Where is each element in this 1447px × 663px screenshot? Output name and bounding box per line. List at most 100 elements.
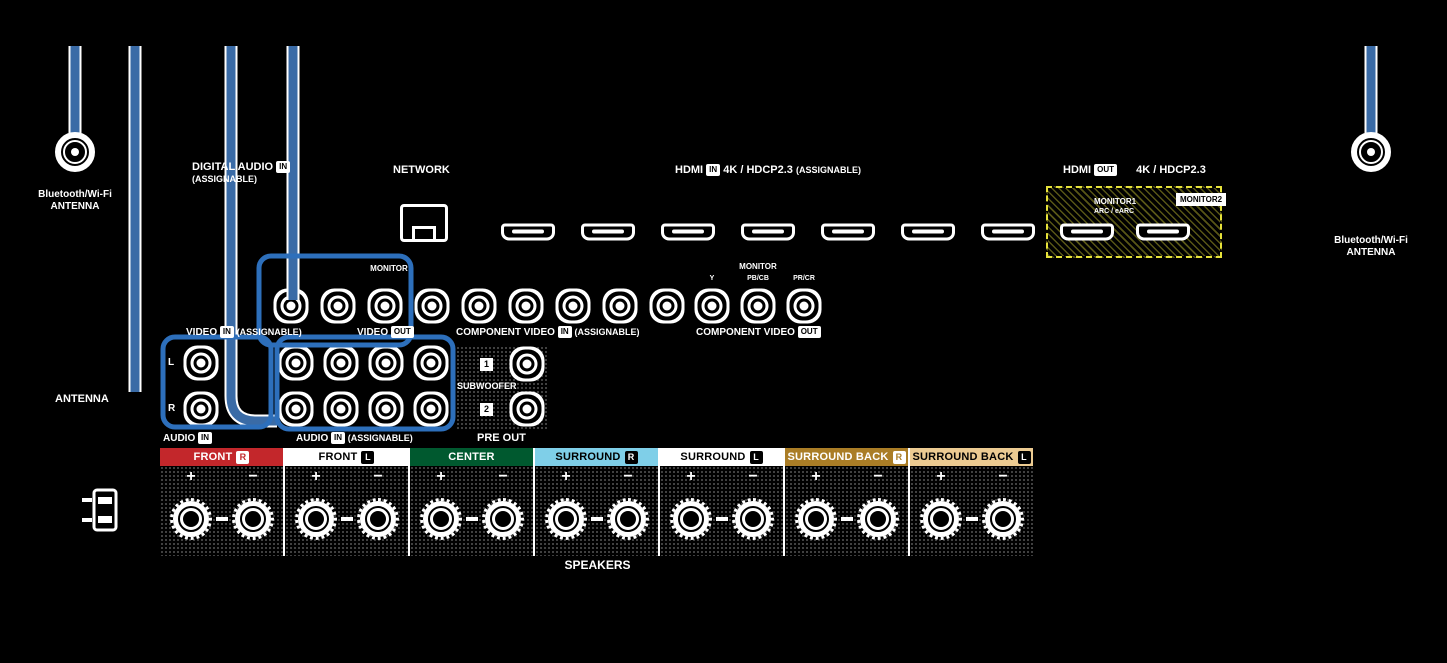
video-in-jack-2 [333, 301, 343, 311]
audio-assignable-jack-5 [291, 404, 301, 414]
audio-assignable-jack-1 [291, 358, 301, 368]
component-y-label: Y [709, 275, 715, 282]
minus-label: − [748, 468, 758, 485]
binding-post-positive [170, 498, 212, 540]
video-out-badge: OUT [390, 326, 414, 338]
binding-post-positive [920, 498, 962, 540]
speaker-channel-badge: L [1017, 450, 1031, 464]
component-in-note: (ASSIGNABLE) [574, 327, 640, 337]
speaker-terminal-panel: + − [785, 466, 908, 556]
hdmi-in-port-1 [501, 223, 555, 241]
speaker-section-surround-r: SURROUND R + − [535, 448, 658, 556]
hdmi-out-text: HDMI [1063, 164, 1092, 176]
binding-post-negative [732, 498, 774, 540]
video-out-text: VIDEO [357, 327, 389, 338]
terminal-link [716, 517, 728, 521]
audio-assignable-jack-7 [381, 404, 391, 414]
component-in-jack-6 [662, 301, 672, 311]
video-out-label: VIDEO OUT [357, 326, 414, 339]
hdmi-in-port-4 [741, 223, 795, 241]
speaker-divider [658, 448, 660, 556]
binding-post-positive [420, 498, 462, 540]
hdmi-in-label: HDMI IN 4K / HDCP2.3 (ASSIGNABLE) [675, 164, 861, 176]
plus-label: + [811, 468, 821, 485]
speaker-channel-label: SURROUND [555, 451, 621, 463]
speaker-terminal-panel: + − [285, 466, 408, 556]
speaker-channel-header: SURROUND L [660, 448, 783, 466]
bluetooth-antenna-label-right: Bluetooth/Wi-Fi ANTENNA [1311, 235, 1431, 259]
video-in-badge: IN [219, 326, 234, 338]
audio-assignable-jack-4 [426, 358, 436, 368]
audio-right-label: R [168, 403, 176, 414]
speaker-channel-label: FRONT [318, 451, 358, 463]
subwoofer-preout-panel [456, 346, 548, 431]
subwoofer-2-jack [522, 404, 532, 414]
audio-in-right-jack [196, 404, 206, 414]
binding-post-positive [670, 498, 712, 540]
audio-assignable-note: (ASSIGNABLE) [347, 433, 413, 443]
plus-label: + [186, 468, 196, 485]
component-in-text: COMPONENT VIDEO [456, 327, 555, 338]
audio-assignable-jack-6 [336, 404, 346, 414]
plus-label: + [311, 468, 321, 485]
highlight-boxes [160, 253, 456, 432]
component-in-jack-2 [474, 301, 484, 311]
component-monitor-label: MONITOR [739, 262, 777, 271]
component-out-text: COMPONENT VIDEO [696, 327, 795, 338]
digital-audio-label: DIGITAL AUDIO IN (ASSIGNABLE) [192, 161, 291, 185]
hdmi-in-port-6 [901, 223, 955, 241]
speaker-channel-header: SURROUND BACK L [910, 448, 1033, 466]
antenna-adapter-icon [82, 488, 118, 532]
minus-label: − [873, 468, 883, 485]
speaker-channel-badge: R [236, 450, 250, 464]
audio-assignable-jack-8 [426, 404, 436, 414]
component-in-jack-4 [568, 301, 578, 311]
speaker-channel-label: FRONT [193, 451, 233, 463]
component-in-label: COMPONENT VIDEO IN (ASSIGNABLE) [456, 326, 639, 339]
audio-in-badge: IN [198, 432, 213, 444]
pre-out-label: PRE OUT [477, 432, 526, 444]
speaker-channel-header: CENTER [410, 448, 533, 466]
hdmi-in-spec: 4K / HDCP2.3 [723, 164, 793, 176]
video-monitor-label: MONITOR [370, 264, 408, 273]
component-out-pr-jack [799, 301, 809, 311]
component-in-jack-1 [427, 301, 437, 311]
subwoofer-2-badge: 2 [480, 403, 493, 416]
component-pr-label: PR/CR [793, 275, 815, 282]
video-monitor-out-jack [380, 301, 390, 311]
speaker-channel-header: FRONT R [160, 448, 283, 466]
component-in-badge: IN [557, 326, 572, 338]
audio-assignable-jack-2 [336, 358, 346, 368]
digital-audio-note: (ASSIGNABLE) [192, 174, 257, 184]
speaker-divider [283, 448, 285, 556]
hdmi-out-label: HDMI OUT 4K / HDCP2.3 [1063, 164, 1206, 176]
speaker-channel-label: CENTER [448, 451, 495, 463]
speaker-channel-badge: L [749, 450, 763, 464]
audio-assignable-badge: IN [331, 432, 346, 444]
plus-label: + [686, 468, 696, 485]
hdmi-out-badge: OUT [1094, 164, 1118, 176]
component-out-pb-jack [753, 301, 763, 311]
digital-audio-text: DIGITAL AUDIO [192, 161, 274, 173]
speaker-channel-label: SURROUND [680, 451, 746, 463]
antenna-label-line1: Bluetooth/Wi-Fi [38, 189, 112, 200]
video-in-note: (ASSIGNABLE) [236, 327, 302, 337]
terminal-link [216, 517, 228, 521]
network-label: NETWORK [393, 164, 450, 176]
binding-post-negative [857, 498, 899, 540]
terminal-link [341, 517, 353, 521]
component-out-badge: OUT [797, 326, 821, 338]
hdmi-in-port-5 [821, 223, 875, 241]
hdmi-out-monitor2-port [1136, 223, 1190, 241]
audio-in-left-jack [196, 358, 206, 368]
binding-post-positive [295, 498, 337, 540]
speaker-terminal-panel: + − [660, 466, 783, 556]
antenna-label-line2: ANTENNA [50, 201, 100, 212]
hdmi-in-port-3 [661, 223, 715, 241]
binding-post-negative [357, 498, 399, 540]
speaker-channel-badge: L [361, 450, 375, 464]
speaker-channel-badge: R [892, 450, 906, 464]
component-pb-label: PB/CB [747, 275, 769, 282]
audio-left-label: L [168, 357, 175, 368]
audio-assignable-jack-3 [381, 358, 391, 368]
